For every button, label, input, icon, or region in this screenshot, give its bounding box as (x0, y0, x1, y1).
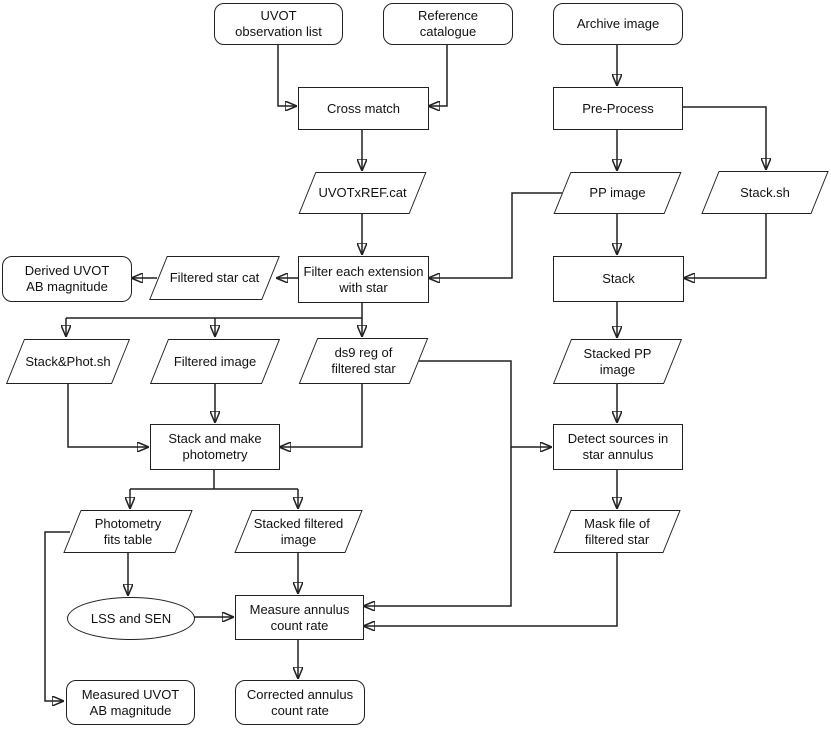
node-label: Detect sources in star annulus (567, 431, 669, 462)
node-filter-each-extension: Filter each extension with star (298, 256, 429, 303)
node-label: Filter each extension with star (303, 263, 424, 295)
node-label: Derived UVOT AB magnitude (24, 263, 110, 294)
node-archive-image: Archive image (553, 3, 683, 45)
node-ds9-reg: ds9 reg of filtered star (298, 338, 429, 384)
edge-mask-file-to-measure-annulus (364, 553, 618, 626)
node-label: Stack (602, 271, 635, 287)
node-label: Stacked filtered image (253, 515, 344, 547)
node-mask-file: Mask file of filtered star (553, 510, 681, 553)
edge-pre-process-to-stack-sh (681, 106, 766, 169)
node-label: Pre-Process (582, 100, 654, 116)
node-label: Mask file of filtered star (584, 515, 650, 547)
node-label: Stacked PP image (583, 345, 652, 377)
node-label: Photometry fits table (94, 515, 162, 547)
node-measured-uvot-ab-magnitude: Measured UVOT AB magnitude (66, 680, 195, 725)
node-label: UVOT observation list (235, 8, 322, 39)
node-label: Archive image (576, 16, 660, 32)
node-filtered-star-cat: Filtered star cat (149, 256, 280, 300)
node-stacked-pp-image: Stacked PP image (552, 339, 683, 384)
node-uvotxref-cat: UVOTxREF.cat (298, 172, 427, 214)
node-lss-and-sen: LSS and SEN (67, 597, 195, 640)
node-label: Stack.sh (740, 184, 790, 200)
node-label: PP image (589, 185, 646, 201)
node-filtered-image: Filtered image (149, 339, 281, 384)
node-label: ds9 reg of filtered star (331, 345, 396, 376)
node-label: Cross match (327, 100, 400, 116)
node-cross-match: Cross match (298, 87, 429, 130)
edge-ds9-reg-to-measure-annulus (364, 447, 512, 606)
node-pp-image: PP image (553, 172, 682, 214)
node-corrected-annulus: Corrected annulus count rate (235, 680, 365, 725)
node-label: UVOTxREF.cat (318, 185, 407, 201)
edge-uvot-observation-list-to-cross-match (277, 43, 296, 106)
edge-stack-phot-sh-to-stack-and-make-photometry (67, 384, 148, 447)
node-uvot-observation-list: UVOT observation list (214, 3, 343, 45)
node-label: Measured UVOT AB magnitude (81, 686, 180, 718)
node-detect-sources: Detect sources in star annulus (553, 424, 683, 470)
edge-stack-sh-to-stack (684, 214, 767, 278)
edge-photometry-fits-table-to-measured-uvot-ab-magnitude (44, 531, 70, 701)
node-stack: Stack (553, 256, 684, 302)
node-reference-catalogue: Reference catalogue (383, 3, 513, 45)
node-derived-uvot-ab-magnitude: Derived UVOT AB magnitude (2, 256, 132, 302)
node-label: Corrected annulus count rate (246, 686, 354, 718)
edge-reference-catalogue-to-cross-match (429, 43, 448, 106)
node-label: LSS and SEN (90, 610, 172, 626)
edge-filter-each-extension-split-bar (66, 301, 363, 319)
edge-ds9-reg-to-detect-sources (419, 360, 551, 447)
node-label: Filtered star cat (169, 270, 260, 286)
node-label: Filtered image (173, 353, 257, 369)
node-stack-sh: Stack.sh (701, 171, 829, 214)
node-pre-process: Pre-Process (553, 87, 683, 130)
node-label: Reference catalogue (418, 8, 478, 39)
edge-ds9-reg-to-stack-and-make-photometry (280, 383, 363, 447)
node-label: Stack and make photometry (168, 431, 262, 462)
node-measure-annulus: Measure annulus count rate (235, 595, 364, 640)
node-label: Measure annulus count rate (249, 601, 350, 633)
edge-pp-image-to-filter-each-extension (429, 192, 562, 278)
node-stacked-filtered-image: Stacked filtered image (234, 510, 363, 553)
node-photometry-fits-table: Photometry fits table (63, 510, 193, 553)
node-label: Stack&Phot.sh (25, 353, 111, 369)
node-stack-and-make-photometry: Stack and make photometry (150, 424, 280, 470)
node-stack-phot-sh: Stack&Phot.sh (5, 339, 131, 384)
